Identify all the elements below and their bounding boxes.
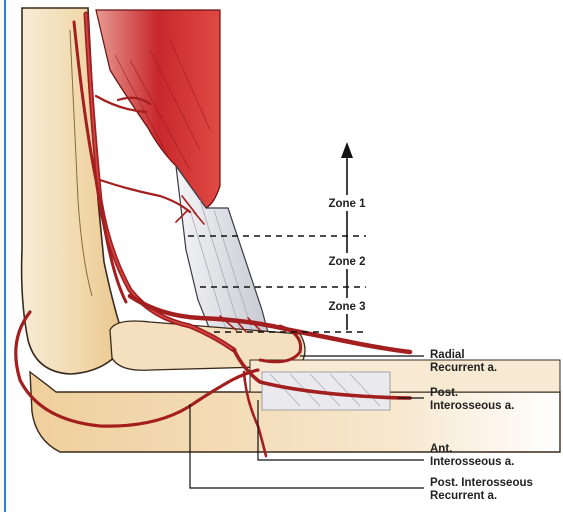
radial-recurrent-label-line1: Radial	[430, 349, 465, 361]
post-interosseous-recurrent-label: Post. Interosseous Recurrent a.	[430, 477, 536, 502]
zone2-label: Zone 2	[328, 256, 365, 268]
zone1-label: Zone 1	[328, 198, 366, 210]
zone3-label: Zone 3	[328, 301, 365, 313]
radial-recurrent-label: Radial Recurrent a.	[430, 349, 497, 374]
post-interosseous-label-line1: Post.	[430, 387, 458, 399]
ant-interosseous-label-line2: Interosseous a.	[430, 456, 514, 468]
biceps-tendon	[176, 166, 270, 340]
radial-recurrent-label-line2: Recurrent a.	[430, 362, 497, 374]
muscle-belly	[96, 10, 220, 208]
post-interosseous-recurrent-label-line2: Recurrent a.	[430, 490, 497, 502]
ant-interosseous-label-line1: Ant.	[430, 443, 452, 455]
post-interosseous-recurrent-label-line1: Post. Interosseous	[430, 477, 533, 489]
zone-arrow-head	[341, 142, 353, 158]
muscular-branch-middle	[100, 180, 190, 212]
post-interosseous-label-line2: Interosseous a.	[430, 400, 514, 412]
